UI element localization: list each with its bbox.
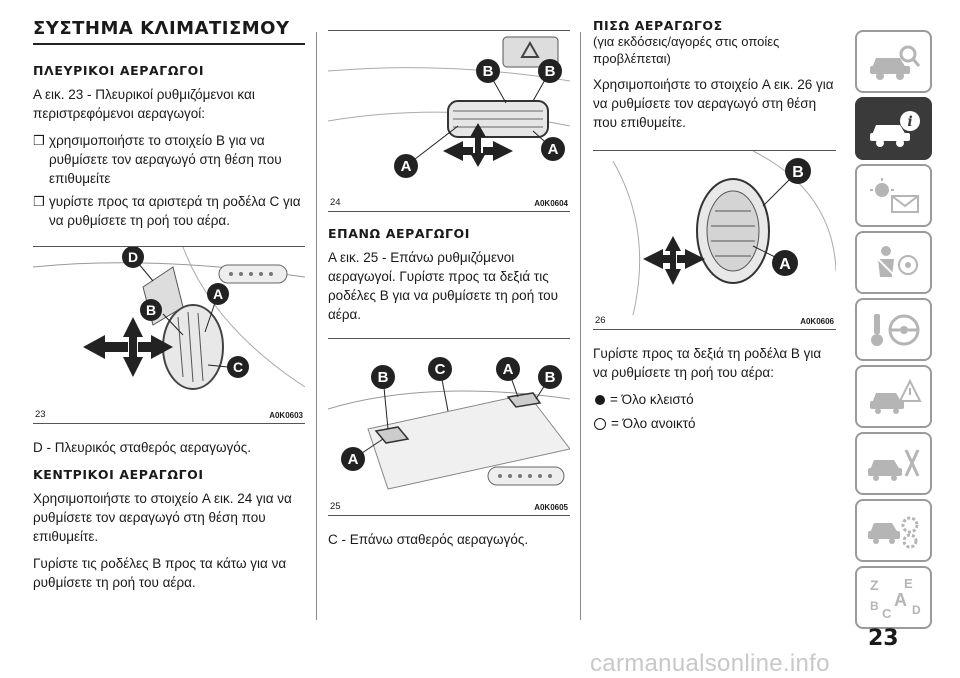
figure-number: 25	[330, 501, 341, 512]
upper-vents-text: A εικ. 25 - Επάνω ρυθμιζόμενοι αεραγωγοί…	[328, 250, 558, 322]
rear-vent-heading: ΠΙΣΩ ΑΕΡΑΓΩΓΟΣ	[593, 18, 723, 33]
figure-26: B A 26 A0K0606	[593, 150, 836, 330]
bullet-item: ❒ χρησιμοποιήστε το στοιχείο B για να ρυ…	[33, 131, 305, 188]
rear-vent-text: Χρησιμοποιήστε το στοιχείο A εικ. 26 για…	[593, 77, 834, 130]
tab-warning-lights[interactable]	[855, 164, 932, 227]
filled-circle-icon	[595, 394, 605, 405]
tab-emergency[interactable]	[855, 365, 932, 428]
callout-label: B	[378, 369, 389, 386]
figure-24: B B A A 24 A0K0604	[328, 30, 570, 212]
callout-label: C	[435, 361, 446, 378]
figure-code: A0K0603	[269, 411, 303, 420]
svg-text:i: i	[907, 114, 912, 130]
side-vent-illustration: D A B C	[33, 247, 305, 390]
bullet-text: γυρίστε προς τα αριστερά τη ροδέλα C για…	[49, 194, 301, 228]
figure-number: 26	[595, 315, 606, 326]
center-vents-p1: Χρησιμοποιήστε το στοιχείο A εικ. 24 για…	[33, 491, 292, 544]
callout-label: B	[483, 63, 494, 80]
upper-vents-heading: ΕΠΑΝΩ ΑΕΡΑΓΩΓΟΙ	[328, 226, 470, 241]
callout-label: A	[503, 361, 514, 378]
legend-open: = Όλο ανοικτό	[593, 414, 836, 433]
tab-index[interactable]: Z E B A C D	[855, 566, 932, 629]
column-divider	[316, 32, 317, 620]
center-vents-heading: ΚΕΝΤΡΙΚΟΙ ΑΕΡΑΓΩΓΟΙ	[33, 467, 204, 482]
callout-label: C	[233, 359, 243, 375]
callout-label: A	[401, 158, 412, 175]
middle-column: B B A A 24 A0K0604 ΕΠΑΝΩ ΑΕΡΑΓΩΓΟΙ A εικ…	[328, 18, 570, 557]
key-steering-wheel-icon	[870, 313, 919, 346]
svg-text:Z: Z	[870, 577, 879, 593]
callout-label: B	[545, 63, 556, 80]
upper-fixed-vent-note: C - Επάνω σταθερός αεραγωγός.	[328, 532, 529, 547]
svg-text:D: D	[912, 603, 921, 617]
figure-number: 24	[330, 197, 341, 208]
legend-open-label: = Όλο ανοικτό	[611, 416, 696, 431]
checkbox-bullet-icon: ❒	[33, 194, 45, 209]
figure-code: A0K0606	[800, 317, 834, 326]
svg-text:E: E	[904, 576, 913, 591]
side-vents-intro: A εικ. 23 - Πλευρικοί ρυθμιζόμενοι και π…	[33, 87, 255, 121]
car-search-icon	[869, 45, 920, 80]
figure-code: A0K0605	[534, 503, 568, 512]
callout-label: A	[548, 141, 559, 158]
svg-text:A: A	[894, 590, 907, 610]
rear-vent-subtitle: (για εκδόσεις/αγορές στις οποίες προβλέπ…	[593, 34, 780, 66]
callout-label: A	[213, 286, 223, 302]
technical-data-gears-icon	[867, 516, 918, 548]
svg-text:C: C	[882, 606, 892, 620]
figure-25: B C A B A 25 A0K0605	[328, 338, 570, 516]
watermark: carmanualsonline.info	[590, 650, 830, 677]
legend-closed-label: = Όλο κλειστό	[610, 392, 694, 407]
side-vents-heading: ΠΛΕΥΡΙΚΟΙ ΑΕΡΑΓΩΓΟΙ	[33, 63, 205, 78]
chapter-tabs: i	[855, 30, 932, 633]
center-vents-p2: Γυρίστε τις ροδέλες B προς τα κάτω για ν…	[33, 556, 287, 590]
rear-vent-wheel-text: Γυρίστε προς τα δεξιά τη ροδέλα B για να…	[593, 346, 822, 380]
tab-maintenance[interactable]	[855, 432, 932, 495]
callout-label: B	[792, 164, 804, 181]
rear-vent-illustration: B A	[612, 151, 836, 315]
figure-number: 23	[35, 409, 46, 420]
center-vent-illustration: B B A A	[328, 36, 570, 178]
airbag-safety-icon	[874, 245, 918, 278]
upper-vent-illustration: B C A B A	[328, 357, 570, 490]
column-divider	[580, 32, 581, 620]
tab-technical-data[interactable]	[855, 499, 932, 562]
page-title: ΣΥΣΤΗΜΑ ΚΛΙΜΑΤΙΣΜΟΥ	[33, 18, 305, 45]
figure-23: D A B C 23 A0K0603	[33, 246, 305, 424]
callout-label: B	[545, 369, 556, 386]
warning-lights-message-icon	[869, 177, 919, 213]
page-number: 23	[868, 626, 899, 651]
tab-starting-driving[interactable]	[855, 298, 932, 361]
open-circle-icon	[594, 417, 606, 430]
figure-code: A0K0604	[534, 199, 568, 208]
roadside-warning-triangle-icon	[869, 378, 922, 414]
legend-closed: = Όλο κλειστό	[593, 390, 836, 409]
side-fixed-vent-note: D - Πλευρικός σταθερός αεραγωγός.	[33, 440, 252, 455]
car-maintenance-tools-icon	[867, 448, 919, 481]
bullet-item: ❒ γυρίστε προς τα αριστερά τη ροδέλα C γ…	[33, 192, 305, 230]
alphabetical-index-icon: Z E B A C D	[870, 576, 921, 620]
callout-label: B	[146, 302, 156, 318]
bullet-text: χρησιμοποιήστε το στοιχείο B για να ρυθμ…	[49, 133, 282, 186]
svg-text:B: B	[870, 599, 879, 613]
tab-car-info[interactable]: i	[855, 97, 932, 160]
right-column: ΠΙΣΩ ΑΕΡΑΓΩΓΟΣ (για εκδόσεις/αγορές στις…	[593, 18, 836, 438]
tab-safety[interactable]	[855, 231, 932, 294]
car-info-icon: i	[869, 110, 920, 147]
checkbox-bullet-icon: ❒	[33, 133, 45, 148]
tab-car-search[interactable]	[855, 30, 932, 93]
callout-label: D	[128, 249, 138, 265]
callout-label: A	[348, 451, 359, 468]
left-column: ΣΥΣΤΗΜΑ ΚΛΙΜΑΤΙΣΜΟΥ ΠΛΕΥΡΙΚΟΙ ΑΕΡΑΓΩΓΟΙ …	[33, 18, 305, 600]
callout-label: A	[779, 256, 791, 273]
